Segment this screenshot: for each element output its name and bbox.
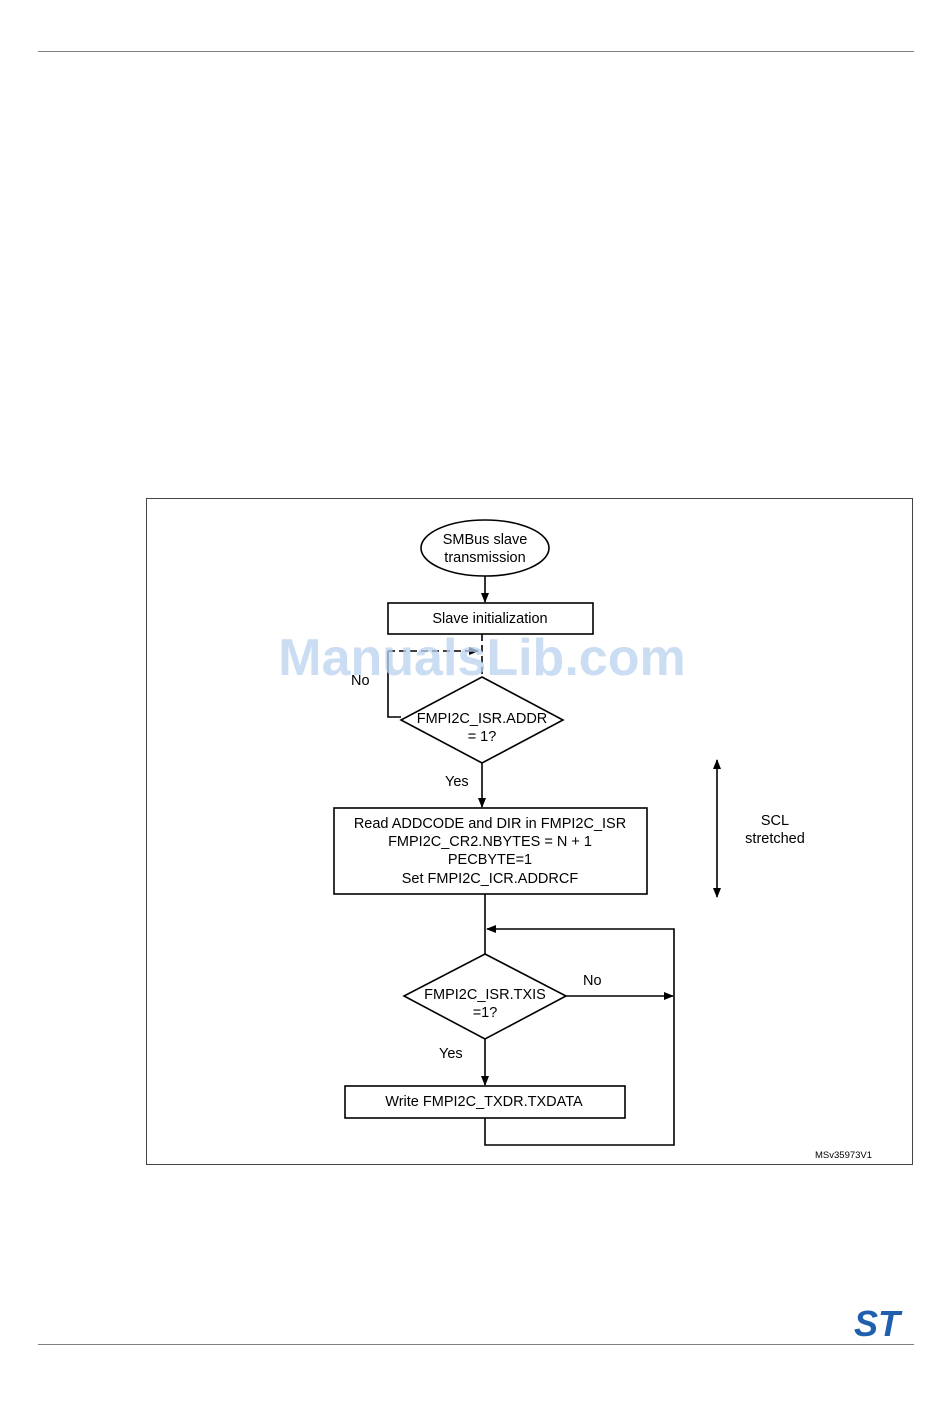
read-line2: FMPI2C_CR2.NBYTES = N + 1 xyxy=(388,834,592,850)
write-label: Write FMPI2C_TXDR.TXDATA xyxy=(385,1094,583,1110)
start-label-line2: transmission xyxy=(444,550,525,566)
watermark: ManualsLib.com xyxy=(278,629,685,687)
st-logo: ST xyxy=(854,1303,903,1344)
addr-label-line2: = 1? xyxy=(468,729,497,745)
scl-label-line2: stretched xyxy=(745,831,805,847)
scl-label-line1: SCL xyxy=(761,813,789,829)
start-terminator xyxy=(421,520,549,576)
txis-label-line2: =1? xyxy=(473,1005,498,1021)
st-logo-text: ST xyxy=(854,1303,903,1344)
addr-yes-label: Yes xyxy=(445,774,469,790)
footer-rule xyxy=(38,1344,914,1345)
txis-no-label: No xyxy=(583,973,602,989)
start-label-line1: SMBus slave xyxy=(443,532,528,548)
read-line1: Read ADDCODE and DIR in FMPI2C_ISR xyxy=(354,816,626,832)
read-line3: PECBYTE=1 xyxy=(448,852,532,868)
txis-label-line1: FMPI2C_ISR.TXIS xyxy=(424,987,546,1003)
read-line4: Set FMPI2C_ICR.ADDRCF xyxy=(402,871,579,887)
txis-yes-label: Yes xyxy=(439,1046,463,1062)
figure-id: MSv35973V1 xyxy=(815,1150,872,1161)
init-label: Slave initialization xyxy=(432,611,547,627)
addr-label-line1: FMPI2C_ISR.ADDR xyxy=(417,711,548,727)
